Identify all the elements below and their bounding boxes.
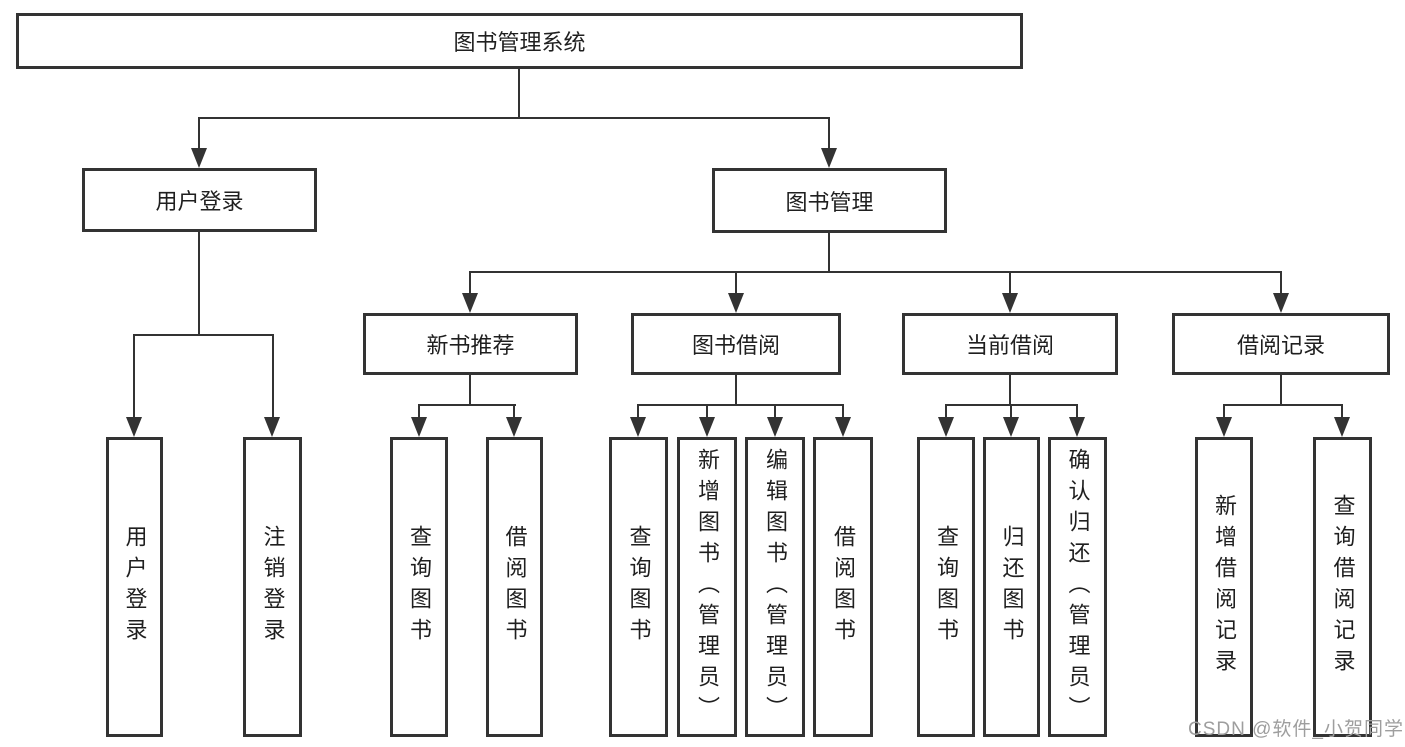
connector	[470, 271, 1282, 273]
connector	[469, 271, 471, 295]
connector	[513, 404, 515, 419]
node-label: 当前借阅	[965, 333, 1054, 358]
connector	[735, 271, 737, 295]
node-label: 借阅图书	[502, 525, 528, 649]
leaf-borrow-borrow: 借阅图书	[813, 437, 873, 737]
connector	[134, 334, 274, 336]
arrowhead-down-icon	[767, 417, 783, 437]
node-label: 归还图书	[999, 525, 1025, 649]
connector	[1224, 404, 1343, 406]
leaf-newbook-search: 查询图书	[390, 437, 448, 737]
arrowhead-down-icon	[630, 417, 646, 437]
node-label: 新书推荐	[426, 333, 515, 358]
arrowhead-down-icon	[938, 417, 954, 437]
connector	[1009, 375, 1011, 406]
connector	[1280, 271, 1282, 295]
csdn-watermark: CSDN @软件_小贺同学	[1188, 719, 1404, 740]
arrowhead-down-icon	[728, 293, 744, 313]
arrowhead-down-icon	[821, 148, 837, 168]
connector	[842, 404, 844, 419]
leaf-user-login: 用户登录	[106, 437, 163, 737]
connector	[272, 334, 274, 419]
arrowhead-down-icon	[462, 293, 478, 313]
node-book-management: 图书管理	[712, 168, 947, 233]
leaf-current-confirm-admin: 确认归还（管理员）	[1048, 437, 1107, 737]
arrowhead-down-icon	[1334, 417, 1350, 437]
node-label: 借阅图书	[831, 525, 856, 649]
leaf-logout: 注销登录	[243, 437, 302, 737]
arrowhead-down-icon	[699, 417, 715, 437]
node-label: 编辑图书（管理员）	[763, 447, 788, 727]
connector	[774, 404, 776, 419]
node-label: 用户登录	[155, 189, 244, 214]
node-new-book-recommend: 新书推荐	[363, 313, 578, 375]
leaf-current-search: 查询图书	[917, 437, 975, 737]
node-label: 查询图书	[934, 525, 959, 649]
connector	[1010, 404, 1012, 419]
node-library-system: 图书管理系统	[16, 13, 1023, 69]
connector	[945, 404, 947, 419]
connector	[735, 375, 737, 406]
connector	[1280, 375, 1282, 406]
connector	[1341, 404, 1343, 419]
arrowhead-down-icon	[264, 417, 280, 437]
connector	[1076, 404, 1078, 419]
leaf-borrow-add-admin: 新增图书（管理员）	[677, 437, 737, 737]
arrowhead-down-icon	[1216, 417, 1232, 437]
arrowhead-down-icon	[126, 417, 142, 437]
connector	[1223, 404, 1225, 419]
leaf-borrow-search: 查询图书	[609, 437, 668, 737]
arrowhead-down-icon	[191, 148, 207, 168]
connector	[946, 404, 1078, 406]
node-label: 图书借阅	[691, 333, 780, 358]
connector	[828, 117, 830, 150]
connector	[637, 404, 639, 419]
node-user-login: 用户登录	[82, 168, 317, 232]
node-label: 注销登录	[260, 525, 286, 649]
connector	[706, 404, 708, 419]
node-label: 新增借阅记录	[1212, 494, 1237, 680]
node-label: 借阅记录	[1236, 333, 1325, 358]
connector	[198, 232, 200, 336]
leaf-record-search: 查询借阅记录	[1313, 437, 1372, 737]
node-label: 用户登录	[122, 525, 148, 649]
connector	[1009, 271, 1011, 295]
leaf-current-return: 归还图书	[983, 437, 1040, 737]
arrowhead-down-icon	[835, 417, 851, 437]
arrowhead-down-icon	[1273, 293, 1289, 313]
connector	[518, 69, 520, 118]
node-label: 图书管理系统	[453, 30, 586, 55]
connector	[638, 404, 844, 406]
connector	[469, 375, 471, 406]
connector	[418, 404, 420, 419]
connector	[419, 404, 516, 406]
connector	[133, 334, 135, 419]
node-label: 查询图书	[407, 525, 432, 649]
arrowhead-down-icon	[1069, 417, 1085, 437]
node-current-borrowing: 当前借阅	[902, 313, 1118, 375]
arrowhead-down-icon	[506, 417, 522, 437]
leaf-newbook-borrow: 借阅图书	[486, 437, 543, 737]
node-label: 新增图书（管理员）	[695, 447, 720, 727]
node-label: 确认归还（管理员）	[1065, 447, 1091, 727]
leaf-record-add: 新增借阅记录	[1195, 437, 1253, 737]
node-label: 查询图书	[626, 525, 652, 649]
node-book-borrowing: 图书借阅	[631, 313, 841, 375]
node-label: 图书管理	[785, 189, 874, 215]
connector	[199, 117, 830, 119]
arrowhead-down-icon	[411, 417, 427, 437]
connector	[198, 117, 200, 150]
leaf-borrow-edit-admin: 编辑图书（管理员）	[745, 437, 805, 737]
arrowhead-down-icon	[1002, 293, 1018, 313]
arrowhead-down-icon	[1003, 417, 1019, 437]
node-borrowing-records: 借阅记录	[1172, 313, 1390, 375]
connector	[828, 233, 830, 273]
node-label: 查询借阅记录	[1330, 494, 1356, 680]
